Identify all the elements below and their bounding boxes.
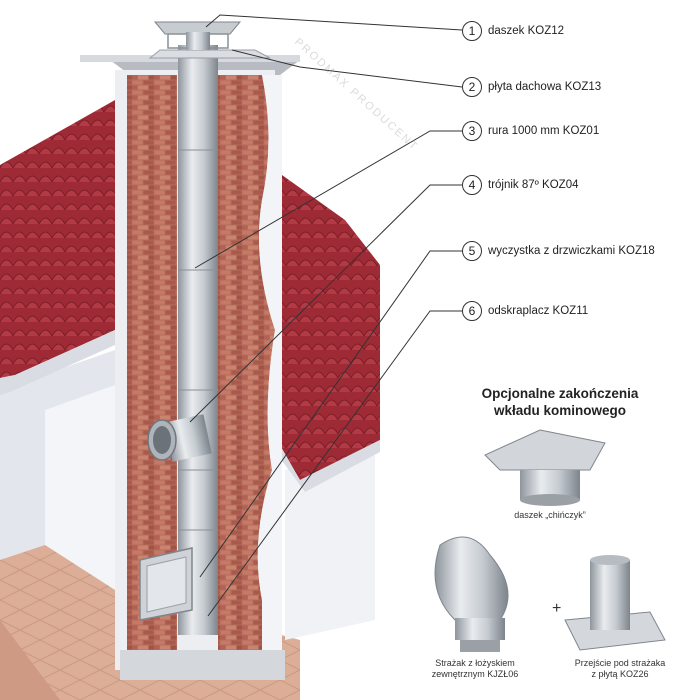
callout-label: wyczystka z drzwiczkami KOZ18	[488, 245, 655, 257]
chimney-cap	[153, 21, 242, 50]
callout-number: 5	[462, 241, 482, 261]
optional-cowl	[434, 536, 509, 652]
caption-line: zewnętrznym KJZŁ06	[431, 669, 519, 679]
callout-4: 4 trójnik 87º KOZ04	[462, 174, 579, 196]
optional-roof-transition	[564, 555, 666, 651]
caption-line: z płytą KOZ26	[591, 669, 649, 679]
callout-6: 6 odskraplacz KOZ11	[462, 300, 588, 322]
callout-number: 2	[462, 77, 482, 97]
callout-number: 6	[462, 301, 482, 321]
callout-label: odskraplacz KOZ11	[488, 305, 589, 317]
callout-1: 1 daszek KOZ12	[462, 20, 564, 42]
callout-5: 5 wyczystka z drzwiczkami KOZ18	[462, 240, 655, 262]
callout-label: płyta dachowa KOZ13	[488, 81, 602, 93]
flue-liner	[178, 45, 218, 635]
optional-endings-title: Opcjonalne zakończenia wkładu kominowego	[470, 385, 650, 419]
plus-sign: +	[552, 600, 562, 617]
roof-right	[275, 170, 380, 640]
callout-label: daszek KOZ12	[488, 25, 565, 37]
callout-3: 3 rura 1000 mm KOZ01	[462, 120, 599, 142]
caption-line: Przejście pod strażaka	[574, 658, 666, 668]
caption-roof-transition: Przejście pod strażaka z płytą KOZ26	[560, 658, 680, 680]
caption-cowl: Strażak z łożyskiem zewnętrznym KJZŁ06	[420, 658, 530, 680]
callout-number: 3	[462, 121, 482, 141]
caption-line: Strażak z łożyskiem	[435, 658, 515, 668]
roof-left	[0, 100, 115, 395]
roof-plate	[148, 49, 271, 59]
callout-label: trójnik 87º KOZ04	[488, 179, 579, 191]
callout-2: 2 płyta dachowa KOZ13	[462, 76, 601, 98]
optional-chinese-cap	[484, 429, 606, 506]
caption-chinese-cap: daszek „chińczyk”	[495, 510, 605, 521]
cleanout-door	[139, 547, 193, 621]
callout-number: 4	[462, 175, 482, 195]
optional-title-line1: Opcjonalne zakończenia	[481, 386, 639, 401]
leader-lines	[189, 14, 463, 617]
callout-number: 1	[462, 21, 482, 41]
callout-label: rura 1000 mm KOZ01	[488, 125, 600, 137]
caption-line: daszek „chińczyk”	[514, 510, 586, 520]
tee-connector	[147, 414, 212, 462]
optional-title-line2: wkładu kominowego	[493, 403, 626, 418]
